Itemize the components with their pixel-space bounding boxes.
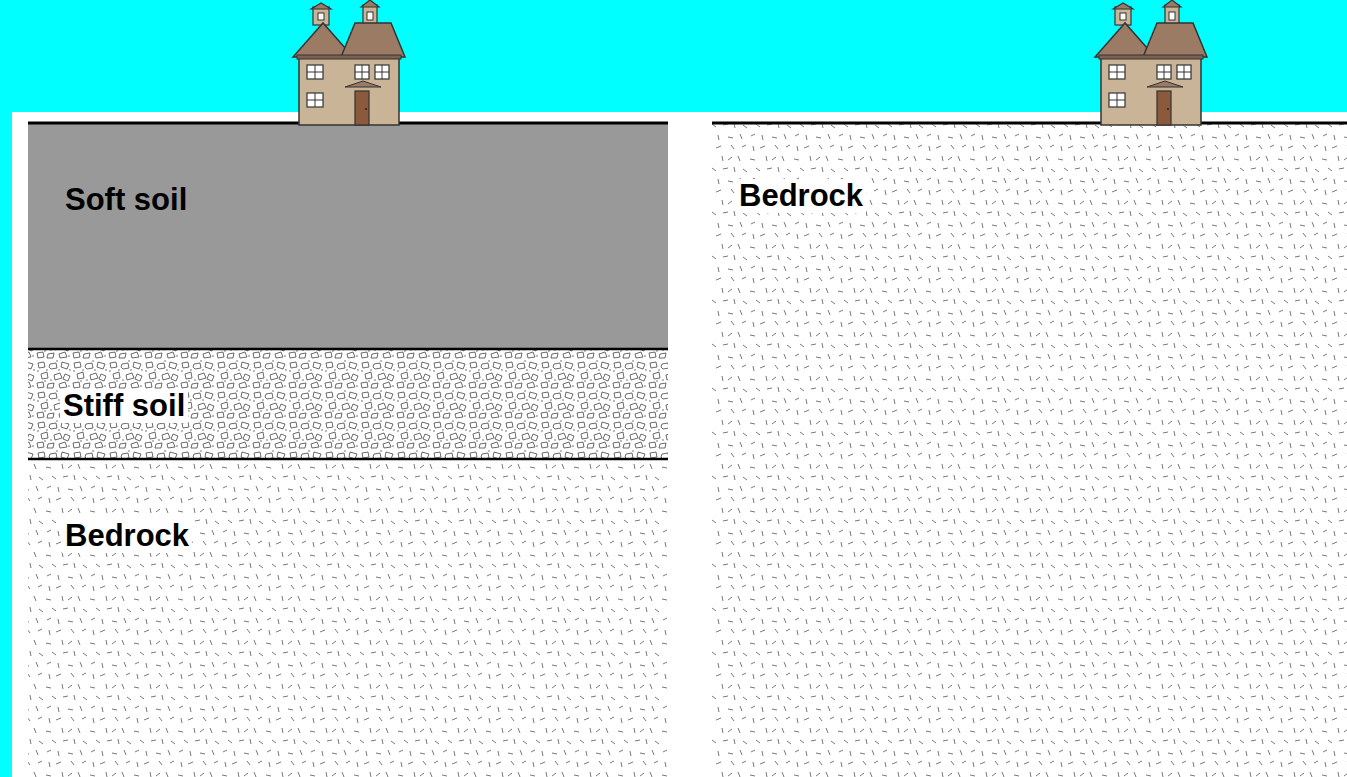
layer-label: Soft soil [62,183,190,217]
layer-label: Bedrock [62,519,192,553]
layer-label: Stiff soil [60,389,188,423]
layer-label: Bedrock [736,179,866,213]
bedrock-layer: Bedrock [712,123,1347,777]
stiff-soil-layer: Stiff soil [28,349,668,459]
bedrock-layer: Bedrock [28,459,668,777]
soft-soil-layer: Soft soil [28,123,668,349]
